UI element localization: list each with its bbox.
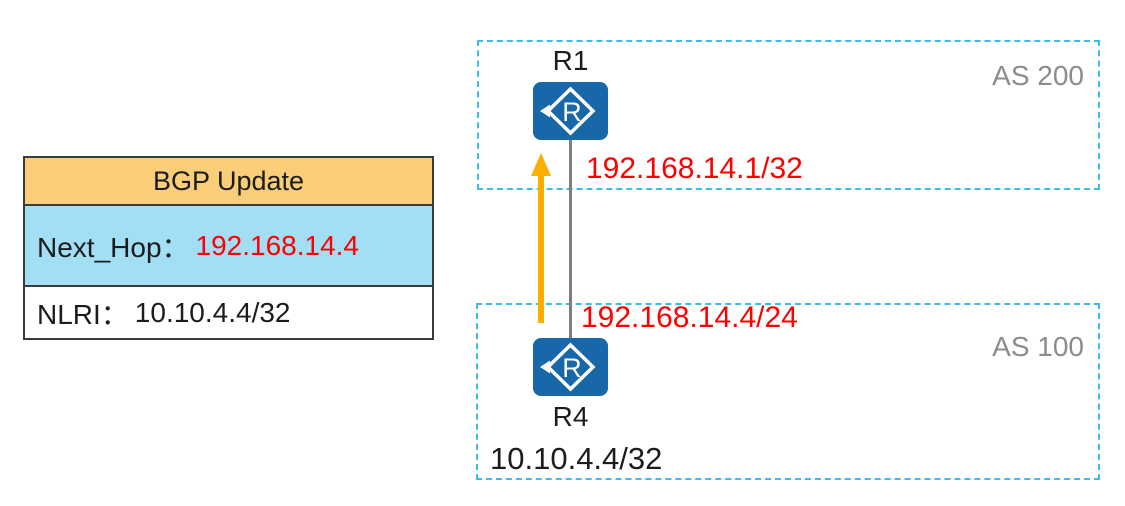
router-r4-name: R4 [552,401,589,432]
bgp-update-arrow [538,174,544,323]
router-r1-icon-letter: R [562,97,582,127]
as-200-label: AS 200 [992,60,1084,91]
next-hop-label: Next_Hop： [37,231,190,263]
r1-interface-ip: 192.168.14.1/32 [586,152,803,185]
bgp-update-arrow-head-icon [531,153,551,176]
router-r4-icon: R [533,338,608,396]
as-100-boundary: AS 100 [476,303,1100,480]
router-r4-icon-letter: R [562,353,582,383]
nlri-label: NLRI： [37,298,129,330]
router-r1-icon: R [533,82,608,140]
bgp-update-table-title: BGP Update [25,158,432,204]
r1-r4-link-line [569,139,572,339]
next-hop-row: Next_Hop： 192.168.14.4 [25,204,432,285]
as-100-label: AS 100 [992,331,1084,362]
as-200-boundary: AS 200 [477,40,1100,190]
next-hop-value: 192.168.14.4 [195,229,360,261]
bgp-update-table: BGP Update Next_Hop： 192.168.14.4 NLRI： … [23,156,434,340]
r4-interface-ip: 192.168.14.4/24 [581,301,798,334]
nlri-row: NLRI： 10.10.4.4/32 [25,285,432,338]
nlri-value: 10.10.4.4/32 [134,296,291,328]
r4-route-prefix: 10.10.4.4/32 [490,441,663,476]
router-r1-name: R1 [552,45,589,76]
